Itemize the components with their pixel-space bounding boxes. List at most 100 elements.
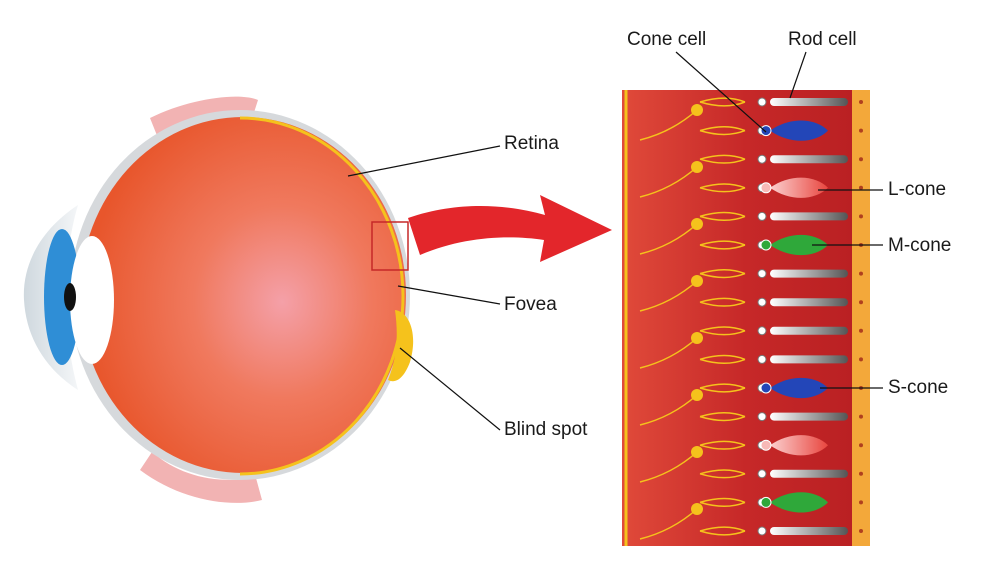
lower-eyelid (140, 452, 262, 503)
cell-nucleus (757, 412, 767, 422)
nerve-fiber (699, 301, 746, 307)
pigment-dot (859, 100, 863, 104)
pigment-dot (859, 271, 863, 276)
nerve-fiber (699, 272, 746, 279)
cell-nucleus (757, 526, 767, 536)
nerve-fiber (699, 240, 746, 246)
m-cone-cell (770, 234, 828, 256)
pupil (64, 283, 76, 311)
eyeball (80, 117, 406, 473)
blind-spot-shape (388, 310, 414, 382)
pigment-dot (859, 471, 863, 476)
nerve-fiber (699, 244, 746, 250)
pigment-dot (859, 414, 863, 419)
ganglion-fiber (639, 508, 698, 540)
pigment-dot (859, 185, 863, 190)
cone-inner-segment (760, 125, 772, 137)
ganglion-fiber (639, 223, 698, 255)
nerve-fiber (699, 530, 746, 536)
nerve-fiber (699, 215, 746, 221)
nerve-fiber (699, 383, 746, 389)
nerve-fiber (699, 501, 746, 507)
ganglion-fiber (639, 166, 698, 198)
retina-edge (239, 116, 405, 476)
nerve-fiber (699, 387, 746, 393)
cell-nucleus (757, 154, 767, 164)
nerve-fiber (699, 297, 746, 303)
nerve-fiber (699, 97, 746, 103)
rod-cell (770, 155, 848, 164)
nerve-fiber (699, 358, 746, 364)
cell-nucleus (757, 211, 767, 221)
cell-nucleus (757, 469, 767, 479)
label-rod-cell: Rod cell (788, 29, 857, 50)
nerve-fiber (699, 440, 746, 446)
nerve-fiber (699, 526, 746, 532)
ganglion-fiber (639, 109, 698, 141)
rod-cell (770, 412, 848, 421)
pigment-dot (859, 357, 863, 362)
fovea-zoom-box (371, 221, 409, 271)
cell-nucleus (757, 326, 767, 336)
nerve-fiber (699, 415, 746, 422)
cell-nucleus (757, 297, 767, 307)
label-blind-spot: Blind spot (504, 419, 588, 440)
nerve-fiber (699, 269, 746, 275)
ganglion-fiber (639, 337, 698, 369)
nerve-fiber (699, 469, 746, 475)
cone-inner-segment (760, 182, 772, 194)
l-cone-cell (770, 435, 828, 456)
rod-cell (770, 298, 848, 307)
ganglion-fiber (639, 280, 698, 312)
label-l-cone: L-cone (888, 179, 947, 200)
nerve-fiber (699, 497, 746, 504)
pigment-dot (859, 443, 863, 448)
label-m-cone: M-cone (888, 235, 952, 256)
rod-cell (770, 527, 848, 535)
nerve-fiber (699, 183, 746, 189)
s-cone-cell (770, 120, 828, 141)
rod-cell (770, 98, 848, 106)
nerve-fiber (699, 330, 746, 336)
pigment-dot (859, 500, 863, 505)
nerve-fiber (699, 158, 746, 164)
nerve-fiber (699, 444, 746, 450)
nerve-fiber (699, 126, 746, 132)
pigment-dot (859, 529, 863, 533)
cone-inner-segment (760, 382, 772, 394)
pigment-dot (859, 214, 863, 219)
rod-cell (770, 326, 848, 335)
leader-lines (347, 51, 883, 431)
nerve-fiber (699, 187, 746, 193)
pigment-layer (852, 90, 870, 546)
pigment-dot (859, 128, 863, 133)
ganglion-fiber (639, 394, 698, 426)
nerve-fiber (699, 211, 746, 218)
s-cone-cell (770, 377, 828, 399)
pigment-dot (859, 157, 863, 162)
cone-inner-segment (760, 239, 772, 251)
label-cone-cell: Cone cell (627, 29, 707, 50)
pigment-dot (859, 300, 863, 305)
rod-cell (770, 355, 848, 364)
nerve-fiber (699, 473, 746, 479)
iris (44, 229, 80, 365)
nerve-fiber (699, 326, 746, 332)
nerve-fiber (699, 412, 746, 418)
nerve-fiber (699, 129, 746, 136)
cone-inner-segment (760, 439, 772, 451)
nerve-fiber (699, 354, 746, 361)
rod-cell (770, 469, 848, 478)
label-fovea: Fovea (504, 294, 557, 315)
label-s-cone: S-cone (888, 377, 949, 398)
photoreceptor-layer (639, 97, 863, 540)
lens (70, 236, 114, 364)
label-retina: Retina (504, 133, 559, 154)
cell-nucleus (757, 97, 767, 107)
zoom-arrow (408, 195, 612, 262)
nerve-fiber (699, 154, 746, 160)
ganglion-fiber (639, 451, 698, 483)
rod-cell (770, 269, 848, 278)
